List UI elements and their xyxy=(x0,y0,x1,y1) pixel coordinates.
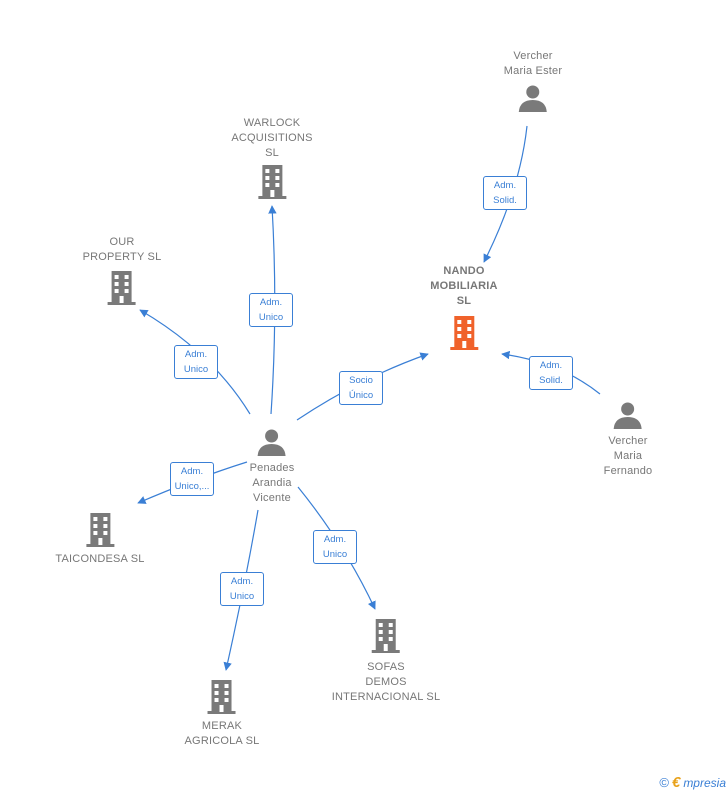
building-icon xyxy=(449,316,478,350)
node-warlock-acquisitions[interactable]: WARLOCK ACQUISITIONS SL xyxy=(231,116,312,200)
edge-label-penades-sofas[interactable]: Adm. Unico xyxy=(313,530,357,564)
node-nando-mobiliaria[interactable]: NANDO MOBILIARIA SL xyxy=(430,264,497,351)
building-icon xyxy=(207,680,236,714)
node-taicondesa[interactable]: TAICONDESA SL xyxy=(55,512,144,567)
node-label: OUR PROPERTY SL xyxy=(82,236,162,263)
node-label: TAICONDESA SL xyxy=(55,553,145,565)
node-vercher-maria-ester[interactable]: Vercher Maria Ester xyxy=(504,49,562,113)
node-label: Vercher Maria Ester xyxy=(503,50,563,77)
empresia-brand[interactable]: © €mpresia xyxy=(659,774,726,791)
edge-label-penades-our[interactable]: Adm. Unico xyxy=(174,345,218,379)
node-label: WARLOCK ACQUISITIONS SL xyxy=(231,117,313,159)
building-icon xyxy=(258,165,286,199)
copyright-symbol: © xyxy=(659,775,669,790)
node-vercher-maria-fernando[interactable]: Vercher Maria Fernando xyxy=(604,400,653,479)
node-label: Vercher Maria Fernando xyxy=(603,435,653,477)
node-our-property[interactable]: OUR PROPERTY SL xyxy=(83,235,162,306)
edge-label-penades-merak[interactable]: Adm. Unico xyxy=(220,572,264,606)
node-label: NANDO MOBILIARIA SL xyxy=(430,265,498,307)
building-icon xyxy=(107,271,136,305)
person-icon xyxy=(519,85,547,112)
edge-label-penades-warlock[interactable]: Adm. Unico xyxy=(249,293,293,327)
brand-logo-initial: € xyxy=(671,774,681,791)
node-label: SOFAS DEMOS INTERNACIONAL SL xyxy=(331,661,441,703)
edge-label-penades-nando[interactable]: Socio Único xyxy=(339,371,383,405)
building-icon xyxy=(371,619,400,653)
node-label: Penades Arandia Vicente xyxy=(249,462,295,504)
building-icon xyxy=(85,513,114,547)
node-merak-agricola[interactable]: MERAK AGRICOLA SL xyxy=(185,679,260,749)
node-penades-arandia-vicente[interactable]: Penades Arandia Vicente xyxy=(250,427,295,506)
edge-label-fernando-nando[interactable]: Adm. Solid. xyxy=(529,356,573,390)
node-label: MERAK AGRICOLA SL xyxy=(184,720,260,747)
person-icon xyxy=(613,402,642,429)
person-icon xyxy=(257,429,286,456)
brand-name: mpresia xyxy=(683,775,726,790)
node-sofas-demos[interactable]: SOFAS DEMOS INTERNACIONAL SL xyxy=(332,618,441,705)
edge-label-ester-nando[interactable]: Adm. Solid. xyxy=(483,176,527,210)
edge-label-penades-taic[interactable]: Adm. Unico,... xyxy=(170,462,214,496)
